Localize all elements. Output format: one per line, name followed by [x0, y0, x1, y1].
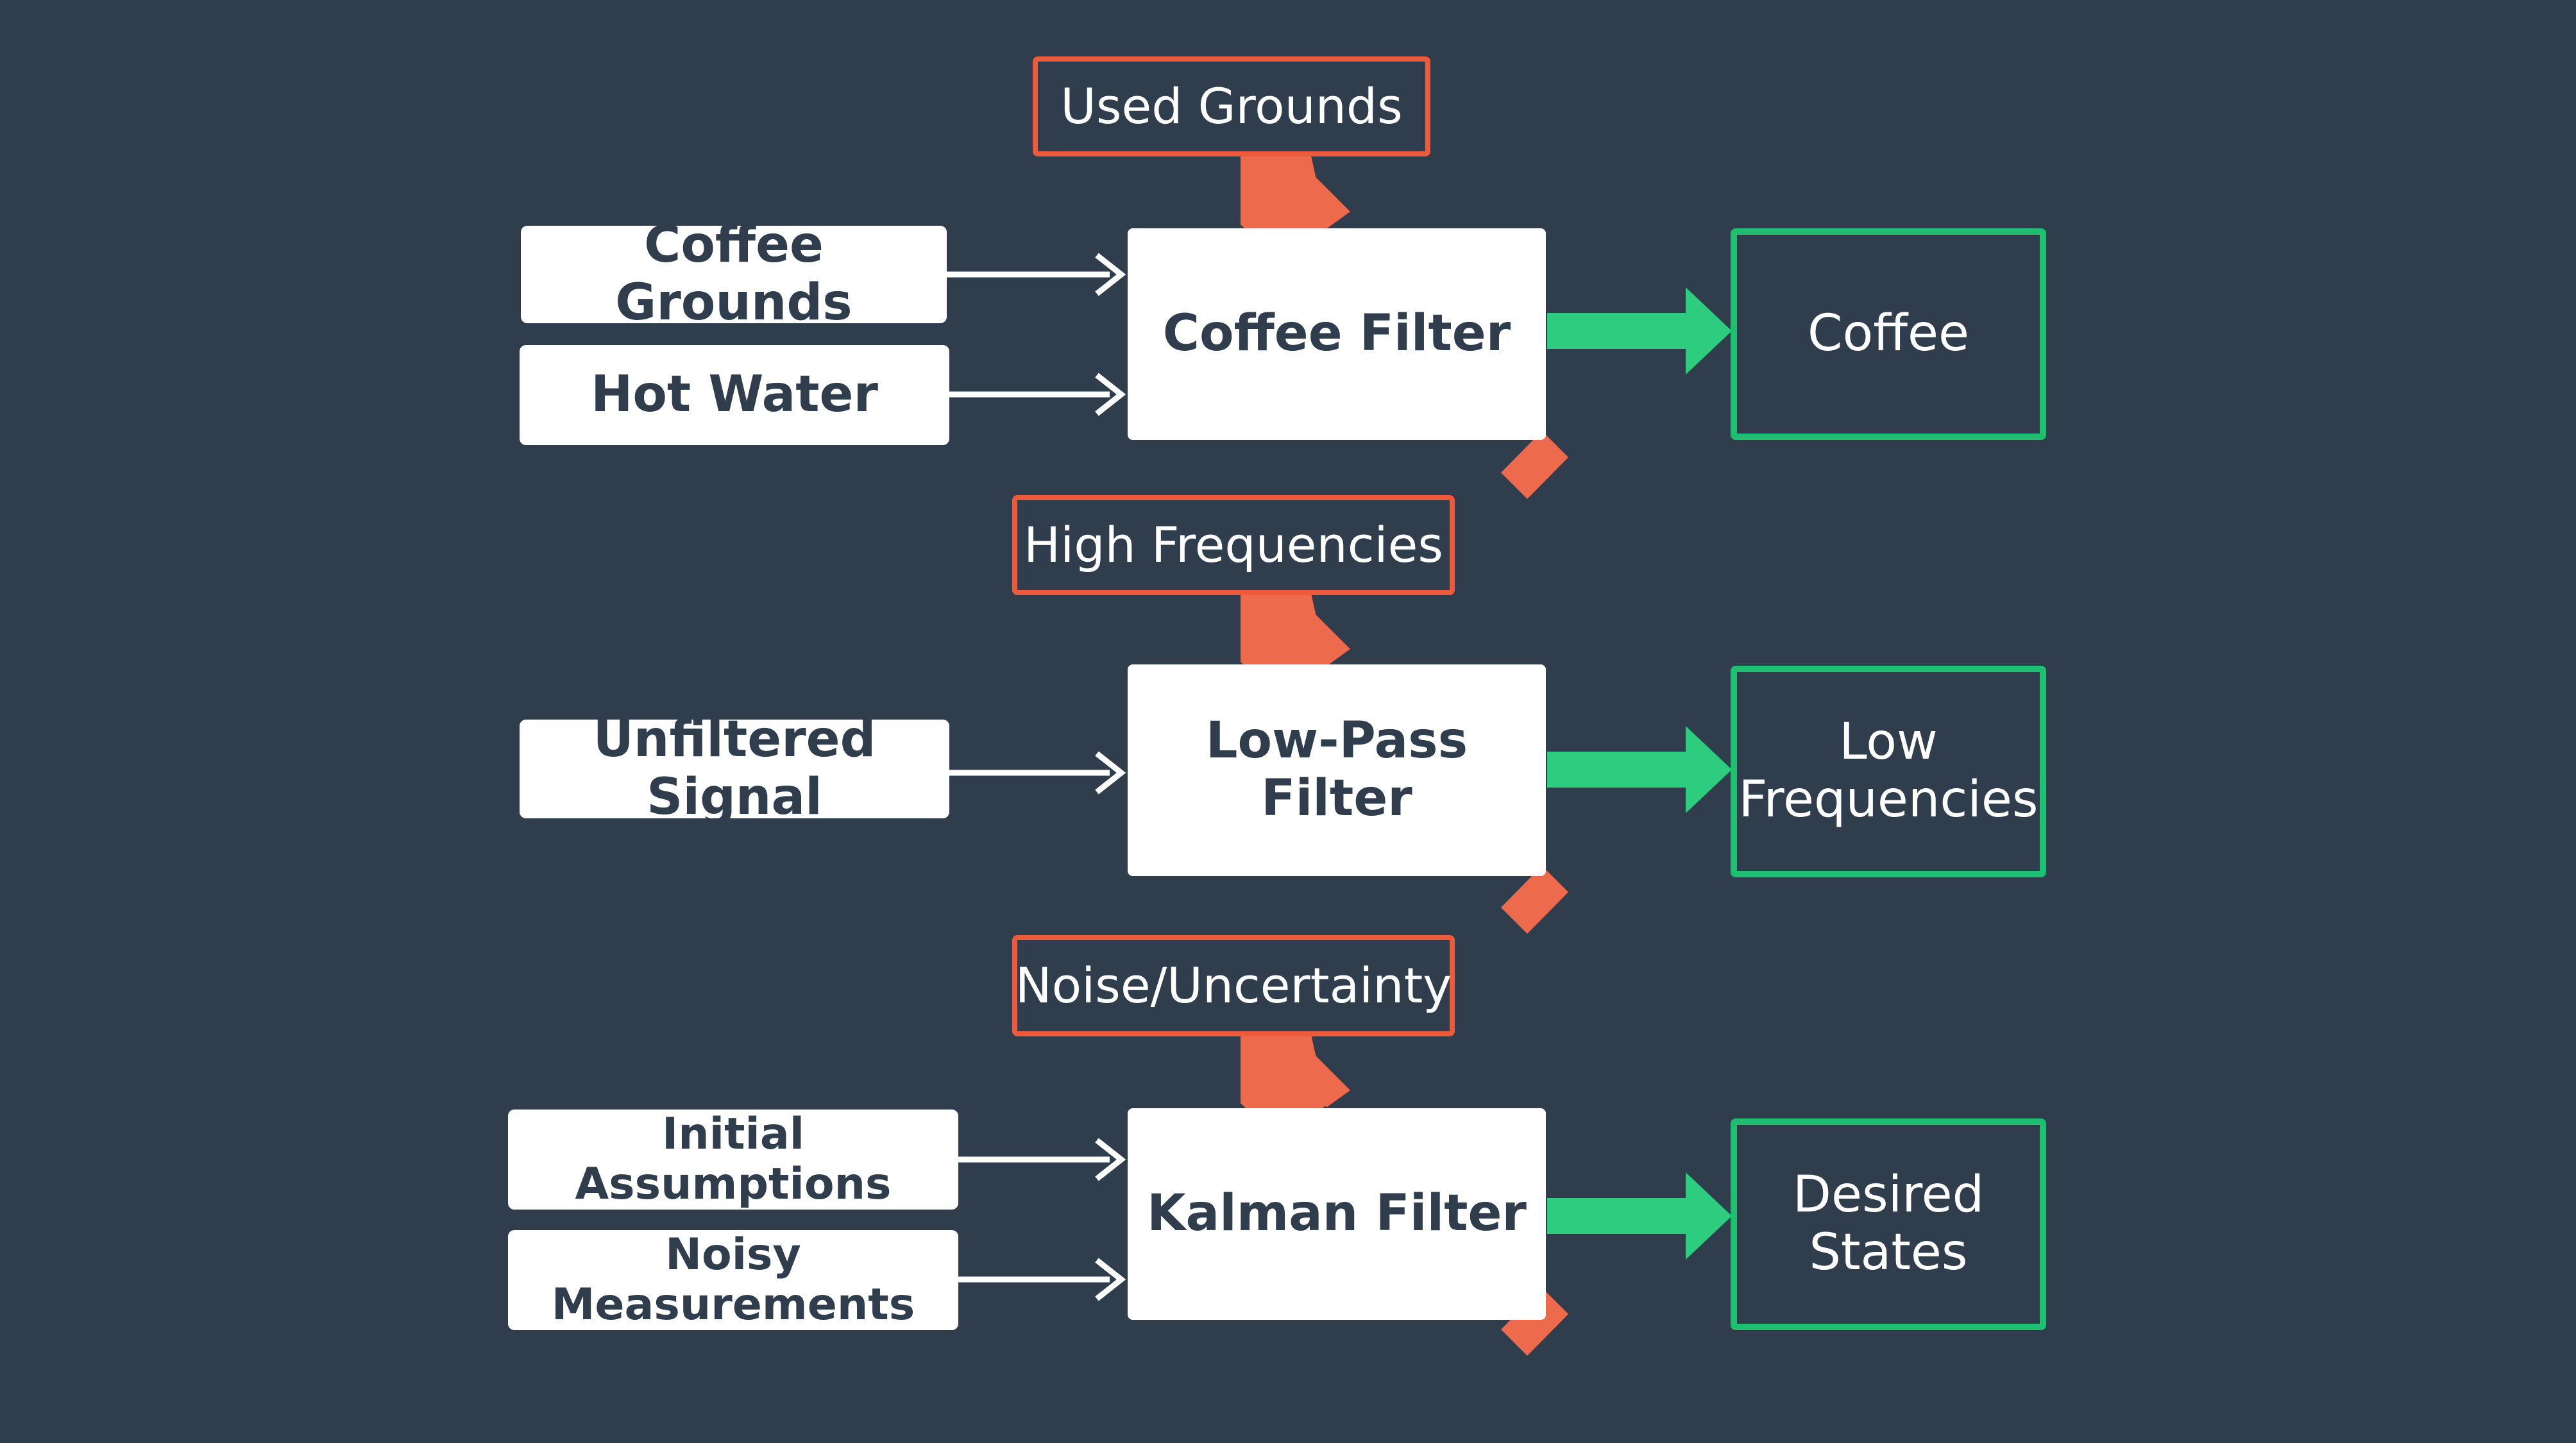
arrow-input-hot-water — [949, 373, 1126, 416]
input-label: Unfiltered Signal — [593, 711, 876, 826]
filter-box-low-pass-filter: Low-Pass Filter — [1128, 664, 1546, 876]
output-label-line-1: Low — [1839, 713, 1938, 772]
input-label: Hot Water — [591, 366, 878, 424]
filter-box-kalman-filter: Kalman Filter — [1128, 1108, 1546, 1320]
waste-box-noise-uncertainty: Noise/Uncertainty — [1012, 935, 1455, 1036]
arrow-to-output-coffee — [1547, 287, 1732, 375]
output-label-line-1: Desired — [1792, 1166, 1985, 1224]
arrow-input-coffee-grounds — [947, 253, 1126, 296]
output-box-coffee: Coffee — [1731, 228, 2046, 440]
input-label: Initial Assumptions — [575, 1108, 892, 1210]
filter-label: Low-Pass Filter — [1205, 712, 1468, 827]
arrow-to-output-desired-states — [1547, 1172, 1732, 1260]
waste-box-high-frequencies: High Frequencies — [1012, 495, 1455, 595]
arrow-to-output-low-frequencies — [1547, 726, 1732, 813]
waste-box-used-grounds: Used Grounds — [1033, 56, 1430, 156]
input-label: Noisy Measurements — [551, 1229, 915, 1330]
input-box-hot-water: Hot Water — [520, 345, 949, 445]
filter-box-coffee-filter: Coffee Filter — [1128, 228, 1546, 440]
input-box-unfiltered-signal: Unfiltered Signal — [520, 711, 949, 826]
arrow-input-initial-assumptions — [958, 1138, 1126, 1181]
waste-label: Noise/Uncertainty — [1015, 957, 1452, 1015]
waste-label: High Frequencies — [1024, 516, 1443, 574]
output-label-line-2: States — [1809, 1224, 1968, 1281]
input-box-noisy-measurements: Noisy Measurements — [508, 1229, 958, 1330]
output-box-desired-states: Desired States — [1731, 1118, 2046, 1330]
input-box-initial-assumptions: Initial Assumptions — [508, 1108, 958, 1210]
filter-label: Coffee Filter — [1162, 305, 1511, 363]
arrow-input-noisy-measurements — [958, 1258, 1126, 1301]
waste-label: Used Grounds — [1060, 78, 1403, 135]
output-label-line-2: Frequencies — [1738, 771, 2038, 829]
filter-label: Kalman Filter — [1147, 1185, 1527, 1243]
output-box-low-frequencies: Low Frequencies — [1731, 666, 2046, 877]
input-box-coffee-grounds: Coffee Grounds — [521, 216, 947, 332]
input-label: Coffee Grounds — [615, 216, 852, 332]
arrow-input-unfiltered-signal — [949, 751, 1126, 795]
output-label-line-1: Coffee — [1808, 305, 1969, 363]
